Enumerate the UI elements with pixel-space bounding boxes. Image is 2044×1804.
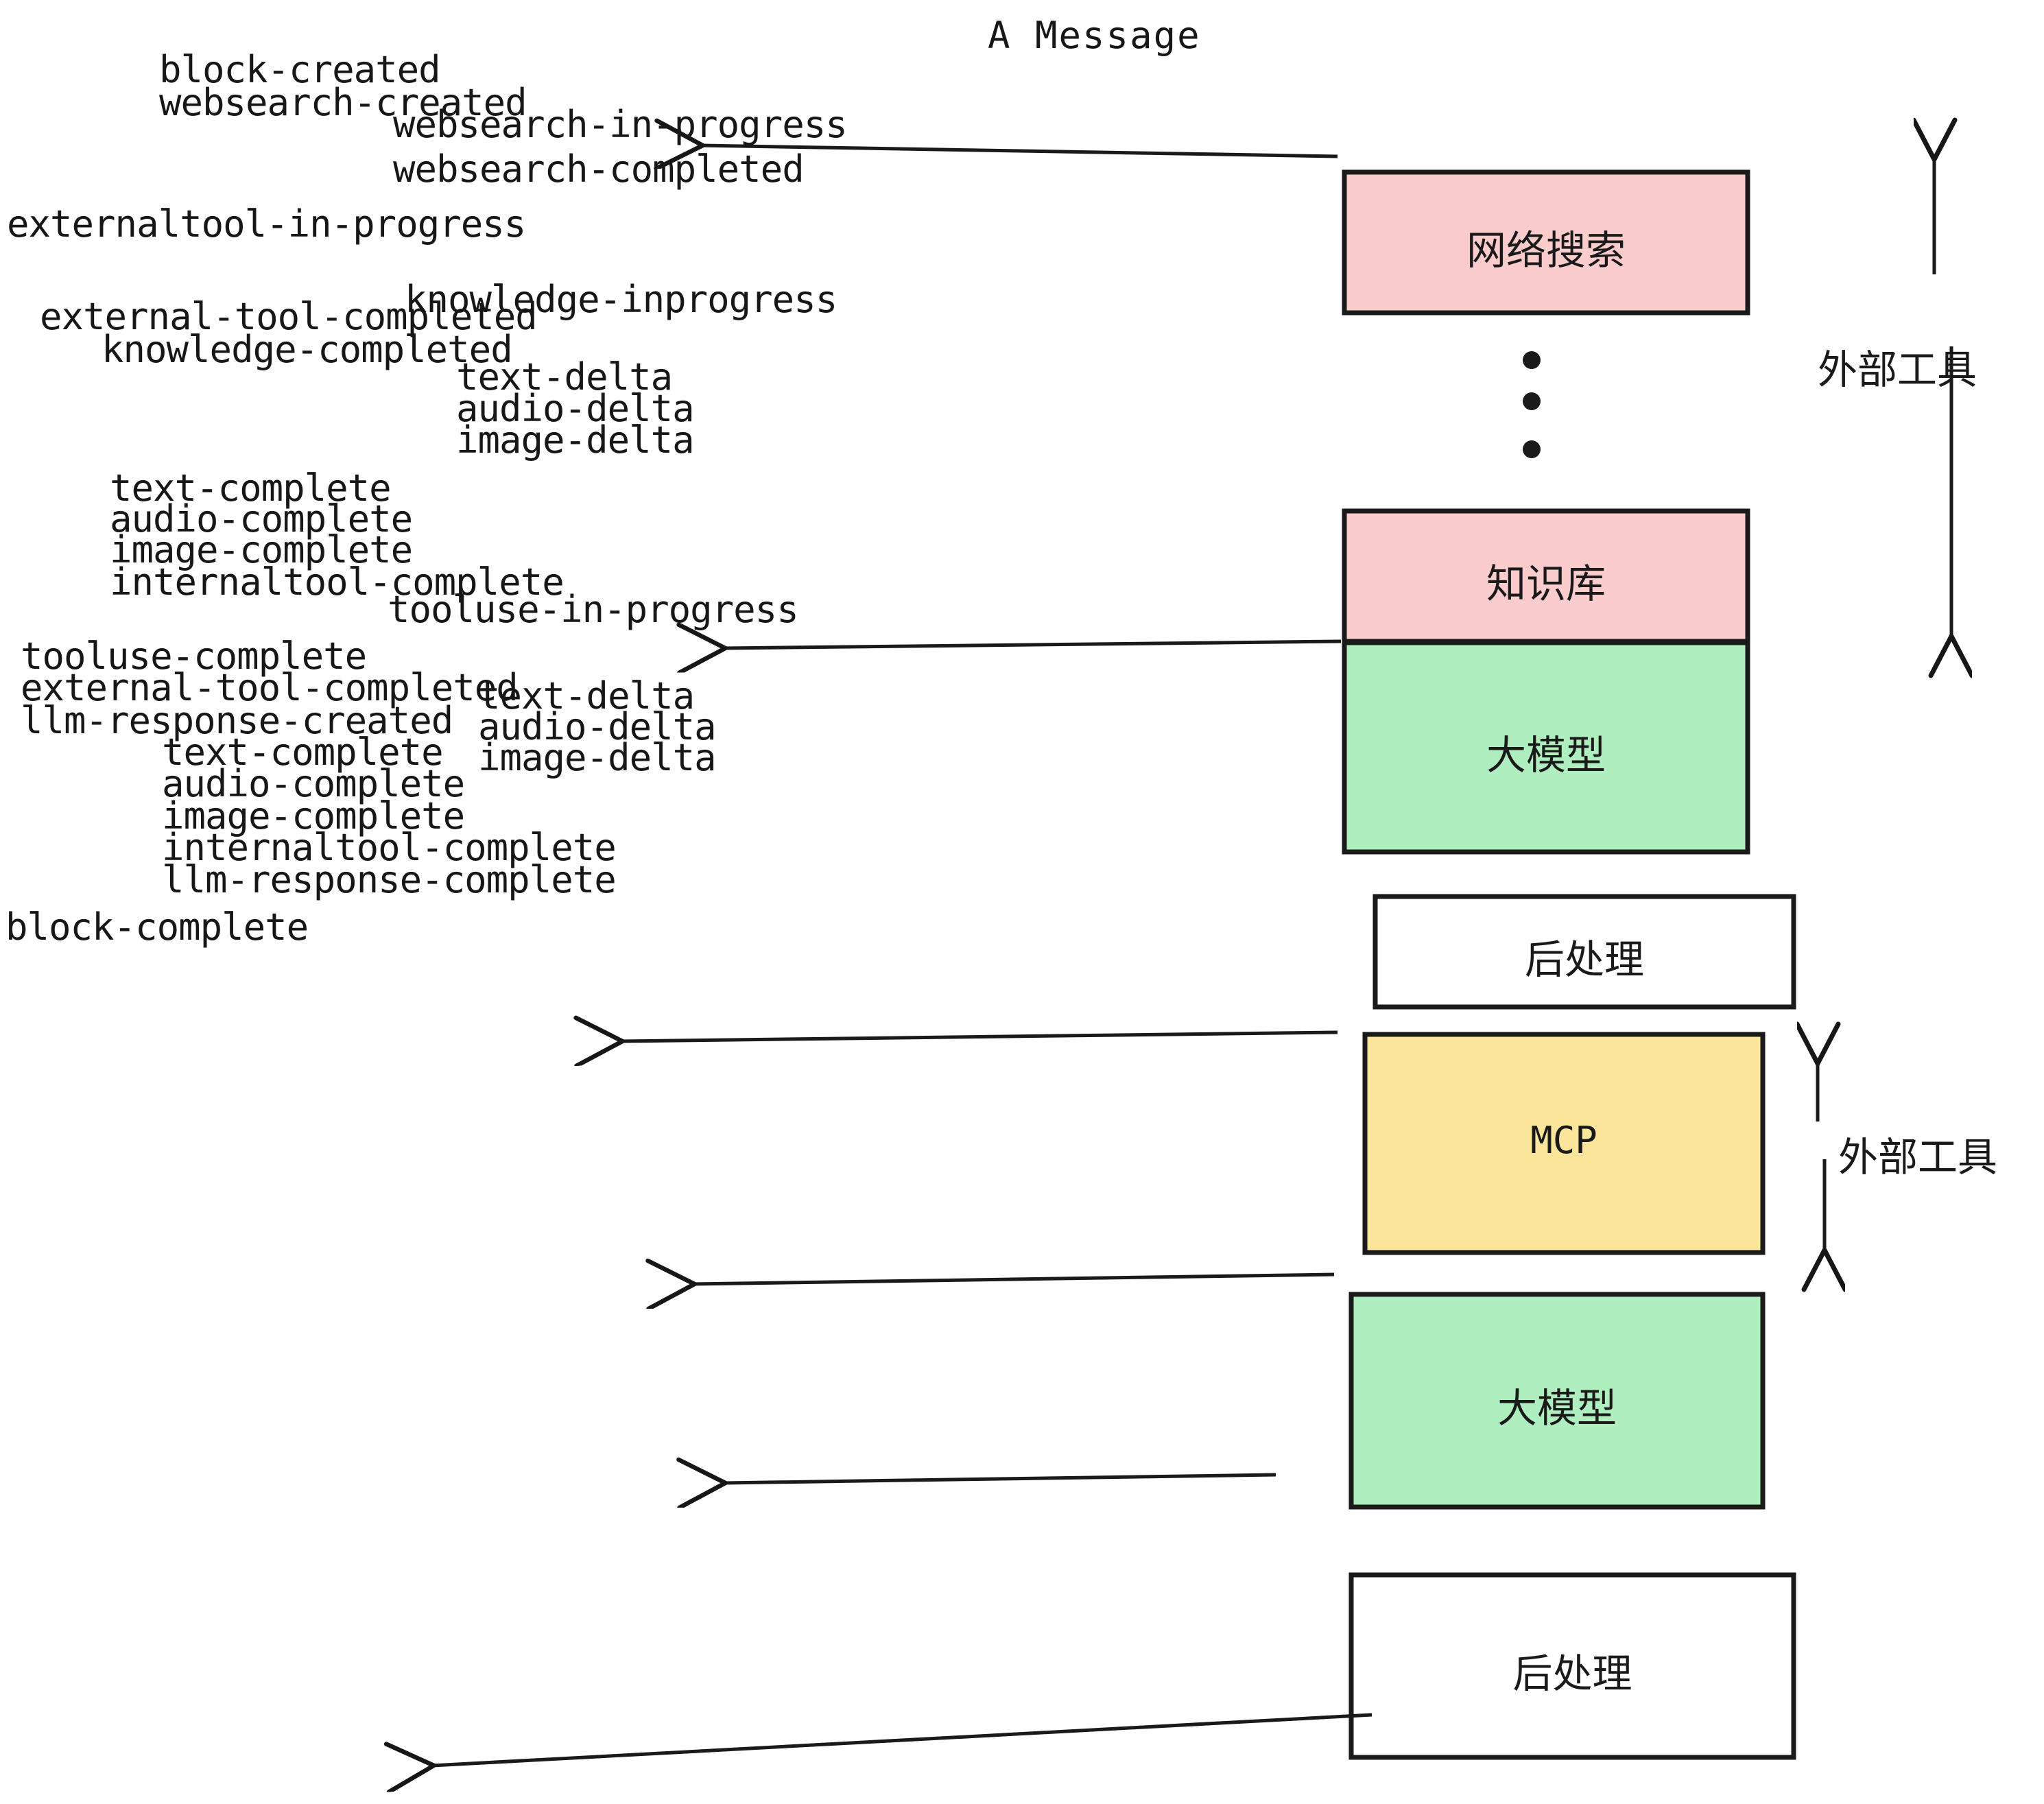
- box-llm-bottom: [1348, 1292, 1766, 1510]
- event-label-image-delta-2: image-delta: [478, 736, 717, 779]
- box-label-postprocess-2: 后处理: [1512, 1650, 1632, 1697]
- arrow-knowledge-completed: [724, 641, 1342, 648]
- arrow-block-created: [701, 145, 1338, 156]
- group-arrows-layer: [1818, 158, 1951, 1252]
- box-label-llm-top: 大模型: [1486, 731, 1606, 779]
- event-label-internaltool-complete-1: internaltool-complete: [110, 560, 565, 604]
- event-label-text-complete-2: text-complete: [162, 731, 444, 774]
- box-label-llm-bottom: 大模型: [1497, 1385, 1617, 1432]
- box-label-postprocess-1: 后处理: [1524, 936, 1644, 983]
- event-label-external-tool-completed-1: external-tool-completed: [40, 295, 538, 338]
- event-label-audio-delta-2: audio-delta: [478, 705, 717, 748]
- event-label-websearch-created: websearch-created: [159, 81, 527, 124]
- event-label-image-complete-2: image-complete: [162, 794, 465, 838]
- event-label-llm-response-complete: llm-response-complete: [162, 858, 617, 901]
- box-mcp: [1362, 1032, 1766, 1255]
- event-label-websearch-completed: websearch-completed: [393, 147, 805, 191]
- event-label-websearch-in-progress: websearch-in-progress: [393, 103, 848, 146]
- event-label-image-delta-1: image-delta: [456, 418, 695, 462]
- box-llm-top: [1342, 640, 1750, 855]
- ellipsis-dot-1: [1523, 351, 1541, 369]
- ellipsis-dot-2: [1523, 392, 1541, 410]
- page-title: A Message: [988, 14, 1201, 57]
- group-label-external-tools-top: 外部工具: [1818, 346, 1977, 393]
- arrow-image-complete: [621, 1032, 1338, 1041]
- event-label-text-delta-2: text-delta: [478, 674, 695, 717]
- flow-arrows-layer: [432, 145, 1372, 1766]
- event-label-audio-complete-1: audio-complete: [110, 497, 413, 541]
- boxes-layer: [1342, 169, 1796, 1760]
- ellipsis-dot-3: [1523, 440, 1541, 458]
- event-label-audio-delta-1: audio-delta: [456, 387, 695, 430]
- box-label-knowledge: 知识库: [1486, 560, 1606, 607]
- box-websearch: [1342, 169, 1750, 316]
- event-label-llm-response-created: llm-response-created: [21, 699, 453, 742]
- event-label-text-delta-1: text-delta: [456, 355, 673, 399]
- box-postprocess-1: [1372, 894, 1796, 1010]
- box-label-mcp: MCP: [1530, 1119, 1597, 1162]
- ellipsis-dots-layer: [1523, 351, 1541, 458]
- box-knowledge: [1342, 508, 1750, 644]
- event-label-external-tool-completed-2: external-tool-completed: [21, 666, 519, 709]
- group-label-external-tools-bottom: 外部工具: [1838, 1134, 1998, 1180]
- arrow-block-complete: [432, 1713, 1372, 1766]
- event-label-knowledge-inprogress: knowledge-inprogress: [405, 278, 837, 321]
- arrow-tooluse-complete: [693, 1274, 1335, 1284]
- box-postprocess-2: [1348, 1572, 1796, 1760]
- event-label-externaltool-in-progress: externaltool-in-progress: [7, 202, 526, 246]
- event-label-audio-complete-2: audio-complete: [162, 762, 465, 805]
- event-label-block-complete: block-complete: [5, 905, 309, 949]
- box-label-websearch: 网络搜索: [1466, 226, 1626, 274]
- arrow-audio-complete: [724, 1475, 1276, 1483]
- event-label-internaltool-complete-2: internaltool-complete: [162, 826, 617, 869]
- event-label-block-created: block-created: [159, 48, 441, 91]
- event-label-tooluse-complete: tooluse-complete: [21, 634, 367, 678]
- event-label-knowledge-completed: knowledge-completed: [102, 328, 513, 371]
- event-label-image-complete-1: image-complete: [110, 528, 413, 571]
- event-label-text-complete-1: text-complete: [110, 466, 392, 510]
- event-label-tooluse-in-progress: tooluse-in-progress: [388, 588, 799, 631]
